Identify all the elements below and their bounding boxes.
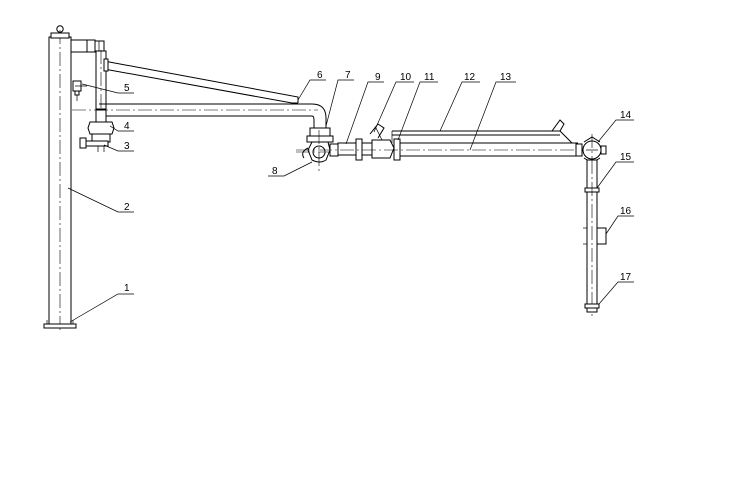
callout-8: 8 bbox=[272, 166, 278, 177]
callout-4: 4 bbox=[124, 121, 130, 132]
callout-10: 10 bbox=[400, 72, 412, 83]
callout-3: 3 bbox=[124, 141, 130, 152]
tie-rod bbox=[103, 58, 299, 104]
callout-1: 1 bbox=[124, 283, 130, 294]
end-swivel bbox=[582, 134, 607, 168]
callout-12: 12 bbox=[464, 72, 476, 83]
callout-7: 7 bbox=[345, 70, 351, 81]
clamp bbox=[72, 80, 87, 101]
callout-14: 14 bbox=[620, 110, 632, 121]
callout-9: 9 bbox=[375, 72, 381, 83]
top-swivel bbox=[70, 39, 107, 110]
callout-17: 17 bbox=[620, 272, 632, 283]
callout-5: 5 bbox=[124, 83, 130, 94]
callout-6: 6 bbox=[317, 70, 323, 81]
callout-13: 13 bbox=[500, 72, 512, 83]
outer-arm bbox=[296, 119, 604, 161]
column-swivel bbox=[79, 109, 115, 152]
callout-11: 11 bbox=[424, 72, 435, 83]
callout-16: 16 bbox=[620, 206, 632, 217]
callouts: 1 2 3 4 5 6 7 8 9 10 11 12 13 bbox=[67, 70, 634, 323]
callout-15: 15 bbox=[620, 152, 632, 163]
drop-pipe bbox=[583, 159, 607, 316]
column bbox=[43, 25, 77, 332]
callout-2: 2 bbox=[124, 202, 130, 213]
